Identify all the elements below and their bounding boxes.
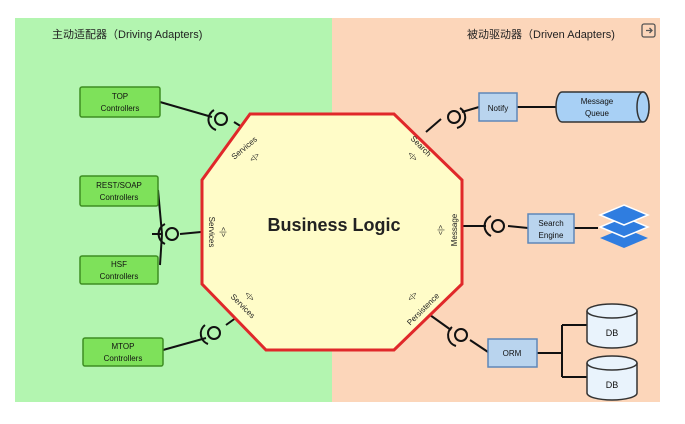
mtop-controllers-box: MTOP Controllers <box>82 337 164 367</box>
search-engine-box: Search Engine <box>527 213 575 244</box>
connector-notify <box>447 107 467 129</box>
message-queue-cylinder: Message Queue <box>555 91 650 123</box>
hsf-controllers-line1: HSF <box>111 260 127 269</box>
connector-mtop <box>199 324 221 345</box>
db-cylinder-1: DB <box>586 303 638 349</box>
notify-box: Notify <box>478 92 518 122</box>
hsf-controllers-box: HSF Controllers <box>79 255 159 285</box>
notify-label: Notify <box>488 104 508 113</box>
db-cylinder-2: DB <box>586 355 638 401</box>
search-engine-line1: Search <box>538 219 563 228</box>
rest-soap-controllers-line1: REST/SOAP <box>96 181 142 190</box>
search-engine-line2: Engine <box>539 231 564 240</box>
message-queue-line1: Message <box>581 97 614 106</box>
port-message: Message <box>450 213 459 246</box>
business-logic-octagon <box>200 112 464 352</box>
port-message-arrows: <|> <box>438 225 445 235</box>
connector-search-engine <box>483 215 505 237</box>
message-queue-line2: Queue <box>585 109 610 118</box>
hsf-controllers-line2: Controllers <box>100 272 139 281</box>
driving-adapters-title: 主动适配器（Driving Adapters) <box>52 28 202 41</box>
top-controllers-line2: Controllers <box>101 104 140 113</box>
connector-orm <box>447 326 468 347</box>
rest-soap-controllers-box: REST/SOAP Controllers <box>79 175 159 207</box>
top-controllers-line1: TOP <box>112 92 128 101</box>
orm-label: ORM <box>503 349 522 358</box>
connector-top <box>207 109 228 131</box>
port-services-mid: Services <box>207 217 216 248</box>
orm-box: ORM <box>487 338 538 368</box>
port-services-mid-arrows: <|> <box>219 227 226 237</box>
port-services-top-arrows: <|> <box>249 152 261 164</box>
connector-rest-hsf <box>157 223 179 245</box>
business-logic-label: Business Logic <box>267 215 400 235</box>
mtop-controllers-line1: MTOP <box>112 342 135 351</box>
db1-label: DB <box>606 328 619 338</box>
stacked-layers-icon <box>598 204 650 248</box>
db2-label: DB <box>606 380 619 390</box>
port-connectors <box>157 107 505 347</box>
expand-icon[interactable] <box>640 22 658 40</box>
top-controllers-box: TOP Controllers <box>79 86 161 118</box>
mtop-controllers-line2: Controllers <box>104 354 143 363</box>
rest-soap-controllers-line2: Controllers <box>100 193 139 202</box>
driven-adapters-title: 被动驱动器（Driven Adapters) <box>467 28 615 41</box>
